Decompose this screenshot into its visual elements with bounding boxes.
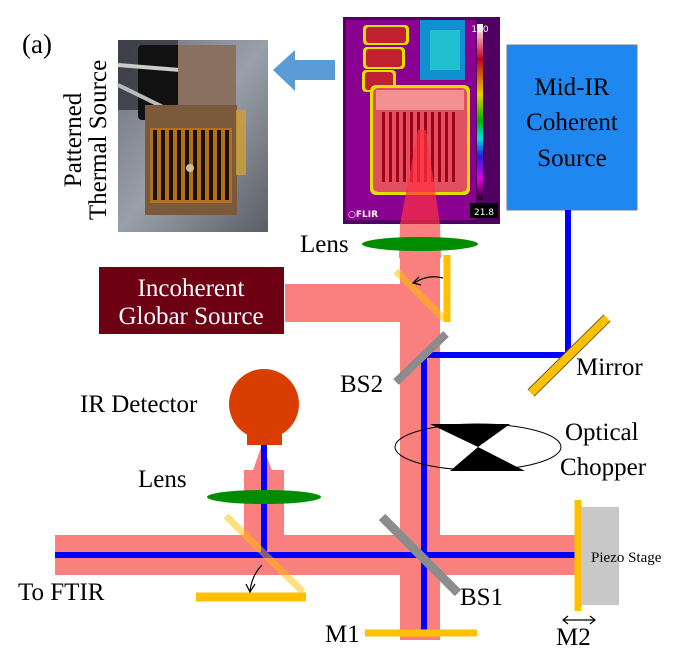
flip-arrow-top-icon <box>413 276 444 284</box>
midir-label-line2: Coherent <box>526 109 618 136</box>
scale-min-value: 21.8 <box>474 208 494 218</box>
top-lens-label: Lens <box>300 231 349 258</box>
piezo-stage <box>581 507 619 605</box>
m2-translation-arrow-icon <box>562 615 596 625</box>
flip-arrow-bottom-icon <box>249 564 263 592</box>
m1-label: M1 <box>325 621 360 648</box>
chopper-label-line1: Optical <box>565 419 639 446</box>
flir-logo: ○FLIR <box>348 210 378 220</box>
panel-label: (a) <box>22 29 52 59</box>
globar-source: Incoherent Globar Source <box>99 267 284 334</box>
globar-label-line2: Globar Source <box>118 303 263 330</box>
midir-coherent-source: Mid-IR Coherent Source <box>506 44 638 211</box>
patterned-label-line2: Thermal Source <box>85 60 112 220</box>
optical-chopper <box>394 423 562 471</box>
left-arrow-icon <box>273 50 335 91</box>
bottom-lens <box>207 490 321 504</box>
bottom-lens-label: Lens <box>138 466 187 493</box>
globar-label-line1: Incoherent <box>138 275 245 302</box>
flip-mirror-bottom-ghost <box>223 513 306 595</box>
thermal-color-scale <box>477 24 483 200</box>
ir-detector-label: IR Detector <box>80 391 198 418</box>
bs2-label: BS2 <box>340 371 383 398</box>
piezo-label: Piezo Stage <box>591 550 662 566</box>
chopper-label-line2: Chopper <box>560 454 647 481</box>
m2-label: M2 <box>556 624 591 651</box>
thermal-source-photo <box>117 40 268 232</box>
emission-beam <box>400 130 440 224</box>
patterned-source-label: Patterned Thermal Source <box>60 60 112 220</box>
midir-label-line3: Source <box>537 145 606 172</box>
grating-stripes <box>153 130 229 200</box>
midir-label-line1: Mid-IR <box>535 74 610 101</box>
scale-max-value: 180 <box>471 25 488 35</box>
mirror <box>528 315 610 396</box>
to-ftir-label: To FTIR <box>18 579 105 606</box>
beamsplitter-bs1 <box>378 513 462 597</box>
bs1-label: BS1 <box>460 584 503 611</box>
patterned-label-line1: Patterned <box>60 92 87 187</box>
flip-mirror-top-ghost <box>393 268 447 322</box>
mirror-label: Mirror <box>576 354 643 381</box>
beamsplitter-bs2 <box>393 331 449 385</box>
ir-detector <box>229 369 299 445</box>
top-lens <box>362 237 478 251</box>
